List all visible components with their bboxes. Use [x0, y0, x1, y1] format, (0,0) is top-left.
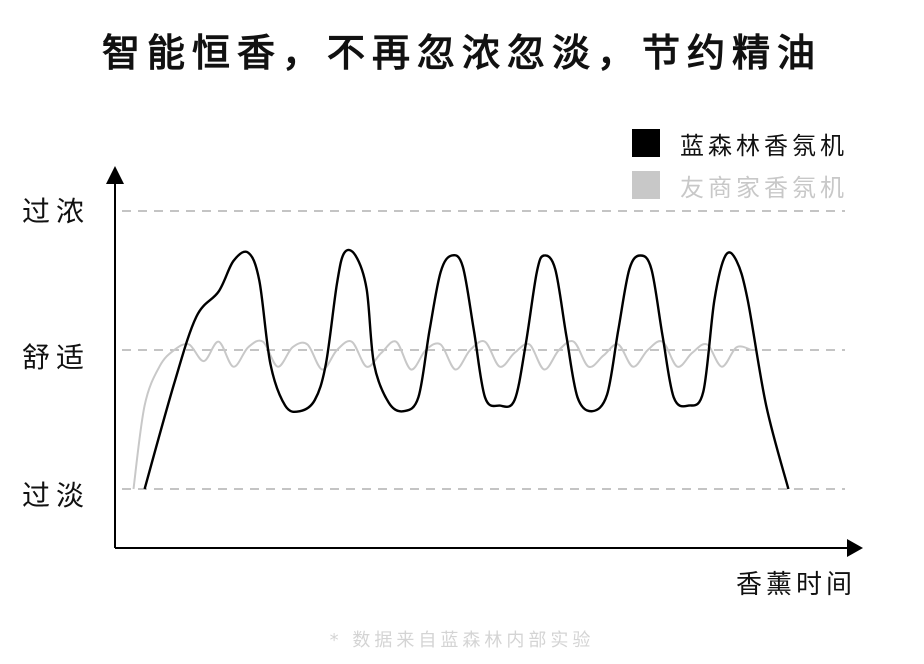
y-tick-label-too-weak: 过淡	[22, 479, 91, 512]
legend-item-brand: 蓝森林香氛机	[632, 128, 848, 160]
page-title: 智能恒香，不再忽浓忽淡，节约精油	[101, 31, 822, 75]
y-axis-arrow	[106, 166, 124, 184]
legend-swatch-brand	[632, 129, 660, 157]
y-tick-label-too-strong: 过浓	[22, 195, 91, 228]
footnote: * 数据来自蓝森林内部实验	[329, 630, 595, 651]
legend-label-brand: 蓝森林香氛机	[680, 131, 848, 160]
series-line-competitor	[132, 339, 752, 490]
legend-swatch-competitor	[632, 171, 660, 199]
series-line-brand	[143, 248, 790, 490]
y-tick-label-comfortable: 舒适	[22, 341, 91, 374]
chart-legend: 蓝森林香氛机 友商家香氛机	[632, 128, 848, 212]
x-axis-label: 香薰时间	[736, 570, 857, 600]
x-axis-arrow	[847, 539, 863, 557]
legend-label-competitor: 友商家香氛机	[680, 173, 848, 202]
legend-item-competitor: 友商家香氛机	[632, 170, 848, 202]
